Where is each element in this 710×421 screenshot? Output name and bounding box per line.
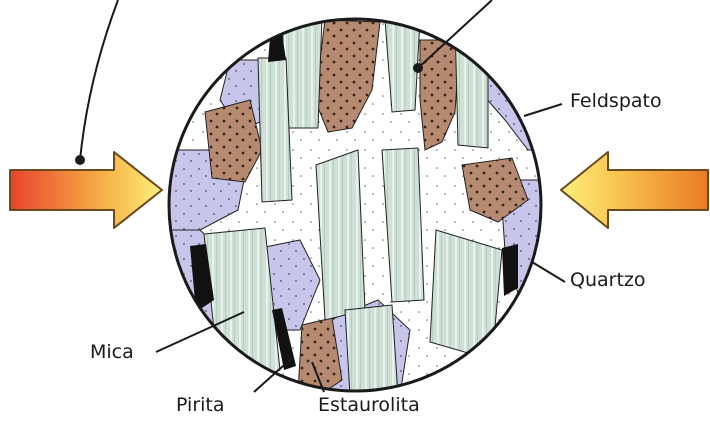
pyrite-crystal <box>502 244 518 296</box>
leader-line-left <box>80 0 118 160</box>
mica-plate <box>258 58 292 202</box>
mica-plate <box>316 150 365 320</box>
label-pirita: Pirita <box>176 396 225 415</box>
label-estaurolita: Estaurolita <box>318 396 420 415</box>
label-mica: Mica <box>90 343 134 362</box>
leader-dot-left <box>76 156 84 164</box>
mica-plate <box>345 305 398 395</box>
leader-line-feldspato <box>524 104 562 116</box>
mica-plate <box>455 20 488 148</box>
left-pressure-arrow <box>10 152 162 228</box>
mica-plate <box>430 230 502 360</box>
label-feldspato: Feldspato <box>570 92 662 111</box>
label-quartzo: Quartzo <box>570 271 646 290</box>
leader-line-quartzo <box>532 262 565 282</box>
leader-dot-top <box>414 64 422 72</box>
right-pressure-arrow <box>561 152 708 228</box>
rock-cross-section <box>160 10 560 410</box>
